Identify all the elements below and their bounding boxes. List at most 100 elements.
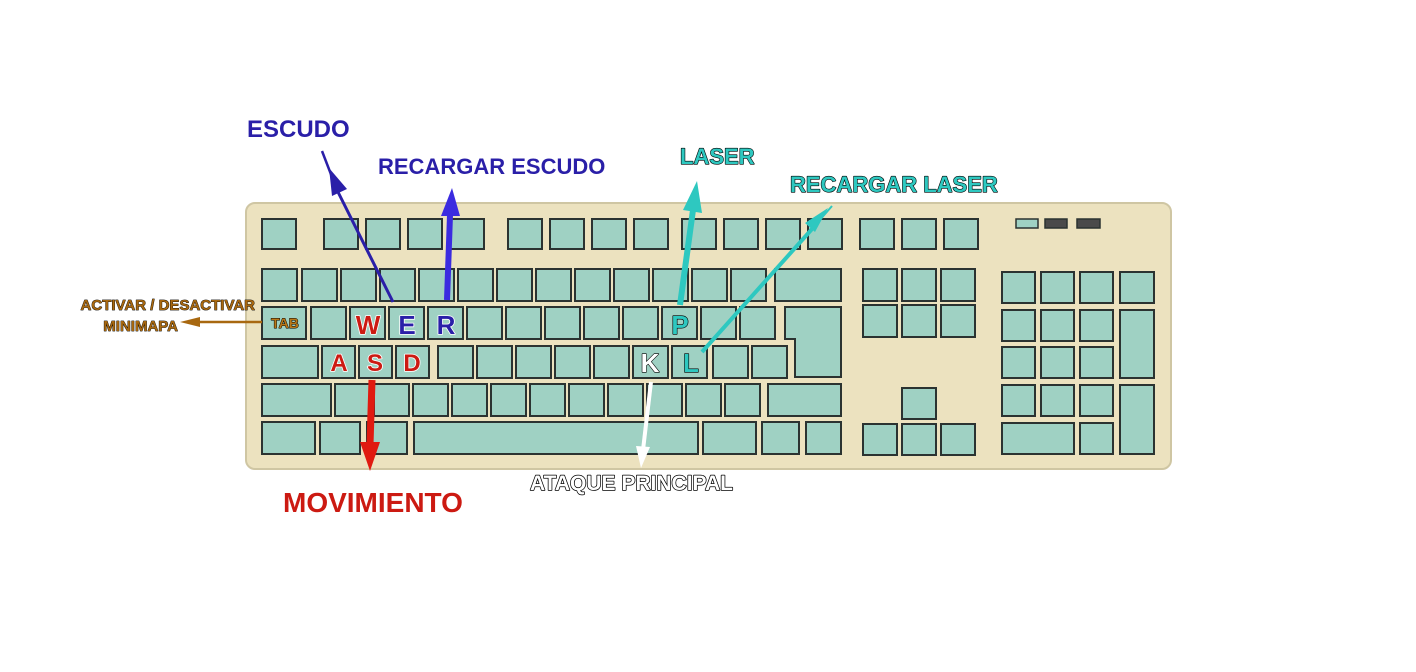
key-rctrl [805, 421, 842, 455]
key-e [388, 306, 425, 340]
indicator-light-2 [1044, 218, 1068, 229]
key-f2 [365, 218, 401, 250]
key-c [412, 383, 449, 417]
key-rbracket [739, 306, 776, 340]
key-label-p: P [671, 310, 688, 340]
key-t [466, 306, 503, 340]
key-label-w: W [356, 310, 381, 340]
key-num-div [1040, 271, 1075, 304]
key-num3 [1079, 384, 1114, 417]
key-pause [943, 218, 979, 250]
indicator-light-1 [1015, 218, 1039, 229]
key-left [862, 423, 898, 456]
key-f3 [407, 218, 443, 250]
key-o [622, 306, 659, 340]
key-d [395, 345, 430, 379]
key-w [349, 306, 386, 340]
key-menu [761, 421, 800, 455]
key-prtsc [859, 218, 895, 250]
recargar-laser-arrow-line [700, 227, 814, 354]
key-label-l: L [683, 348, 699, 378]
key-num6 [1079, 346, 1114, 379]
key-scrlk [901, 218, 937, 250]
minimapa-arrow-head [180, 317, 200, 327]
key-6 [496, 268, 533, 302]
key-num-enter [1119, 384, 1155, 455]
label-ataque-principal: ATAQUE PRINCIPAL [530, 472, 733, 495]
laser-arrow-head [683, 181, 702, 213]
key-i [583, 306, 620, 340]
key-slash2 [724, 383, 761, 417]
key-down [901, 423, 937, 456]
key-g [476, 345, 513, 379]
key-b [490, 383, 527, 417]
key-8 [574, 268, 611, 302]
key-a [321, 345, 356, 379]
key-l [671, 345, 708, 379]
key-y [505, 306, 542, 340]
key-num9 [1079, 309, 1114, 342]
label-escudo: ESCUDO [247, 116, 350, 143]
key-label-s: S [367, 350, 383, 377]
key-win [319, 421, 361, 455]
key-tab [261, 306, 307, 340]
key-num8 [1040, 309, 1075, 342]
key-2 [340, 268, 377, 302]
key-period [646, 383, 683, 417]
key-pgdn [940, 304, 976, 338]
key-backtick [261, 268, 298, 302]
key-label-e: E [398, 310, 415, 340]
key-comma [607, 383, 644, 417]
key-end [901, 304, 937, 338]
laser-arrow-line [677, 209, 696, 306]
key-z [334, 383, 371, 417]
key-f10 [723, 218, 759, 250]
key-num-sub [1119, 271, 1155, 304]
key-n [529, 383, 566, 417]
key-h [515, 345, 552, 379]
key-slash [685, 383, 722, 417]
ataque-arrow-line [641, 381, 653, 451]
key-f6 [549, 218, 585, 250]
key-9 [613, 268, 650, 302]
key-esc [261, 218, 297, 250]
key-j [554, 345, 591, 379]
key-f7 [591, 218, 627, 250]
key-pgup [940, 268, 976, 302]
key-x [373, 383, 410, 417]
key-capslock [261, 345, 319, 379]
key-label-r: R [437, 310, 456, 340]
key-label-tab: TAB [271, 315, 299, 331]
key-right [940, 423, 976, 456]
key-home [901, 268, 937, 302]
key-u [544, 306, 581, 340]
escudo-arrow-head [329, 168, 347, 196]
key-space [413, 421, 699, 455]
key-num2 [1040, 384, 1075, 417]
key-f8 [633, 218, 669, 250]
key-quote [751, 345, 788, 379]
key-lshift [261, 383, 332, 417]
key-label-k: K [641, 348, 660, 378]
key-label-a: A [330, 350, 347, 377]
key-backspace [774, 268, 842, 302]
key-lctrl [261, 421, 316, 455]
key-num-add [1119, 309, 1155, 379]
movimiento-arrow-line [366, 379, 376, 446]
key-m [568, 383, 605, 417]
key-1 [301, 268, 338, 302]
recargar-escudo-arrow-head [441, 188, 460, 216]
key-num-mul [1079, 271, 1114, 304]
movimiento-arrow-head [360, 442, 380, 471]
key-p [661, 306, 698, 340]
ataque-arrow-head [636, 446, 650, 468]
key-semicolon [712, 345, 749, 379]
key-up [901, 387, 937, 420]
key-num0 [1001, 422, 1075, 455]
key-ralt [702, 421, 757, 455]
key-s [358, 345, 393, 379]
key-num4 [1001, 346, 1036, 379]
key-f11 [765, 218, 801, 250]
key-delete [862, 304, 898, 338]
